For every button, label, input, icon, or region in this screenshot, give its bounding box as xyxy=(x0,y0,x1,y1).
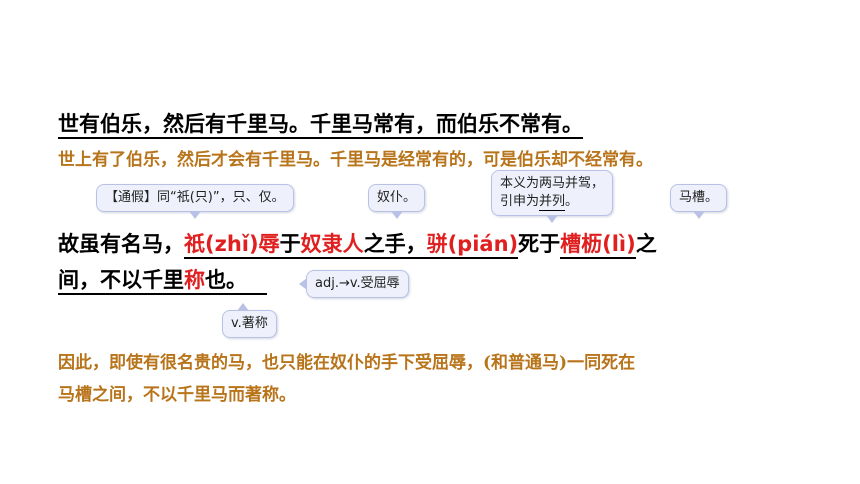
note-bing-suffix: 。 xyxy=(565,194,579,209)
note-bing: 本义为两马并驾， 引申为并列。 xyxy=(491,170,614,223)
translation-line-2: 因此，即使有很名贵的马，也只能在奴仆的手下受屈辱，(和普通马)一同死在 xyxy=(58,353,636,373)
original-line-3: 间，不以千里称也。 xyxy=(58,264,267,295)
translation-line-3: 马槽之间，不以千里马而著称。 xyxy=(58,385,296,405)
note-bing-line-1: 本义为两马并驾， xyxy=(500,176,605,191)
line2-part-yu: 于 xyxy=(279,232,301,259)
translation-line-1: 世上有了伯乐，然后才会有千里马。千里马是经常有的，可是伯乐却不经常有。 xyxy=(58,150,653,170)
line3-underlined: 间，不以千里称也。 xyxy=(58,268,267,295)
note-bing-term: 并列 xyxy=(539,194,566,211)
line2-part-zhiru: 祇(zhǐ)辱 xyxy=(184,232,280,259)
note-nupu: 奴仆。 xyxy=(368,184,426,219)
original-line-1: 世有伯乐，然后有千里马。千里马常有，而伯乐不常有。 xyxy=(58,108,583,139)
original-line-1-text: 世有伯乐，然后有千里马。千里马常有，而伯乐不常有。 xyxy=(58,112,583,139)
line3-part-3: 也。 xyxy=(205,268,247,292)
line2-part-zhishou: 之手， xyxy=(363,232,427,259)
note-zhucheng: v.著称 xyxy=(222,303,277,338)
line2-part-zhi: 之 xyxy=(635,232,657,256)
note-bing-prefix: 引申为 xyxy=(500,194,540,209)
line3-part-1: 间，不以千里 xyxy=(58,268,184,292)
line3-part-cheng: 称 xyxy=(184,268,205,292)
line2-part-caoli: 槽枥(lì) xyxy=(560,232,636,259)
line2-part-siyu: 死于 xyxy=(518,232,561,256)
line2-part-1: 故虽有名马， xyxy=(58,232,184,256)
note-adj: adj.→v.受屈辱 xyxy=(299,270,409,298)
original-line-2: 故虽有名马，祇(zhǐ)辱于奴隶人之手，骈(pián)死于槽枥(lì)之 xyxy=(58,228,657,259)
line2-part-pian: 骈(pián) xyxy=(426,232,519,259)
line2-part-nuliren: 奴隶人 xyxy=(300,232,364,259)
note-bing-line-2: 引申为并列。 xyxy=(500,193,604,211)
note-macao: 马槽。 xyxy=(670,184,728,219)
note-tongjia: 【通假】同“祇(只)”，只、仅。 xyxy=(96,184,294,219)
